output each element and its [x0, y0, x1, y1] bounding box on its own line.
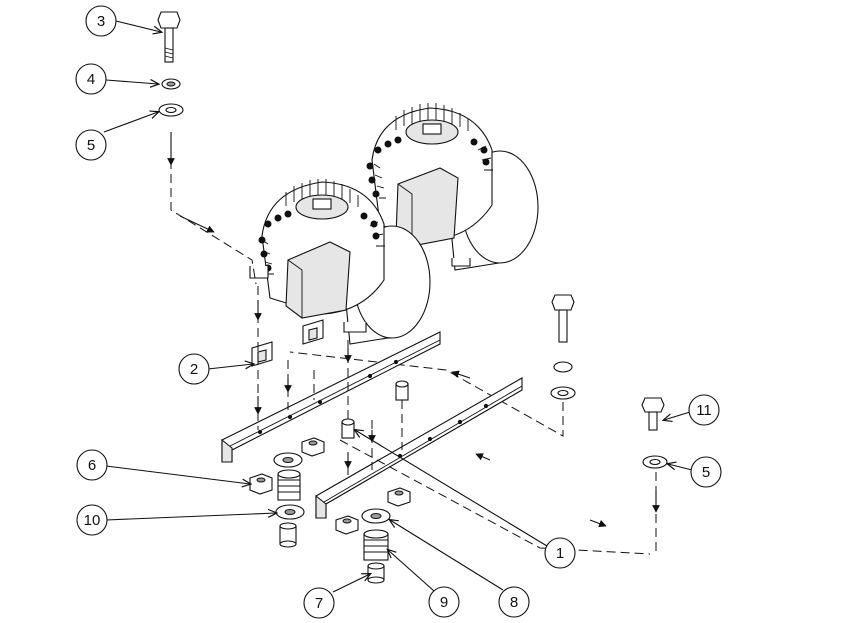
drop-lines: [254, 286, 660, 556]
leader-lines: [103, 20, 693, 593]
callout-5-top: 5: [75, 129, 107, 161]
flat-washer-5-top: [158, 103, 184, 117]
isolator-9: [363, 529, 389, 561]
callout-8: 8: [498, 586, 530, 618]
flat-washer-5-right: [642, 455, 668, 469]
assembly-path-top-left: [170, 132, 257, 285]
bolt-right: [551, 294, 575, 343]
callout-4: 4: [75, 63, 107, 95]
callout-4-label: 4: [87, 71, 95, 88]
sleeve-left: [279, 522, 297, 548]
callout-11-label: 11: [696, 402, 712, 419]
nut-upper-rear: [301, 437, 325, 457]
assembly-path-right: [289, 351, 564, 437]
mounting-rail-rear: [221, 331, 441, 463]
bracket-2-right: [302, 319, 324, 345]
bolt-3: [157, 11, 181, 63]
nut-rail-front: [387, 487, 411, 507]
nut-6-left: [249, 473, 273, 495]
callout-6-label: 6: [88, 457, 96, 474]
callout-8-label: 8: [510, 594, 518, 611]
nut-lower-front: [335, 515, 359, 535]
sleeve-7: [367, 562, 385, 584]
bolt-11: [641, 397, 665, 431]
callout-5-top-label: 5: [87, 137, 95, 154]
washer-10: [275, 504, 305, 520]
callout-7: 7: [303, 587, 335, 619]
callout-1: 1: [544, 537, 576, 569]
callout-5-right-label: 5: [702, 464, 710, 481]
callout-5-right: 5: [690, 456, 722, 488]
spacer-mid: [341, 418, 355, 439]
compressor-motor-front: [249, 179, 431, 345]
flat-washer-right: [550, 386, 576, 400]
callout-9-label: 9: [440, 594, 448, 611]
washer-8: [361, 508, 391, 524]
lock-washer-right: [553, 361, 573, 373]
callout-11: 11: [688, 394, 720, 426]
callout-10: 10: [76, 504, 108, 536]
lock-washer-4: [161, 78, 181, 90]
mount-washer-top: [273, 452, 303, 468]
callout-2-label: 2: [190, 361, 198, 378]
callout-7-label: 7: [315, 595, 323, 612]
callout-9: 9: [428, 586, 460, 618]
mounting-rail-front: [315, 377, 523, 519]
callout-6: 6: [76, 449, 108, 481]
callout-3-label: 3: [97, 13, 105, 30]
isolator-left: [277, 469, 301, 501]
bracket-2-left: [251, 341, 273, 367]
callout-10-label: 10: [84, 512, 101, 529]
callout-1-label: 1: [556, 545, 564, 562]
assembly-path-rail: [339, 439, 651, 555]
callout-3: 3: [85, 5, 117, 37]
callout-2: 2: [178, 353, 210, 385]
spacer-right: [395, 380, 409, 401]
